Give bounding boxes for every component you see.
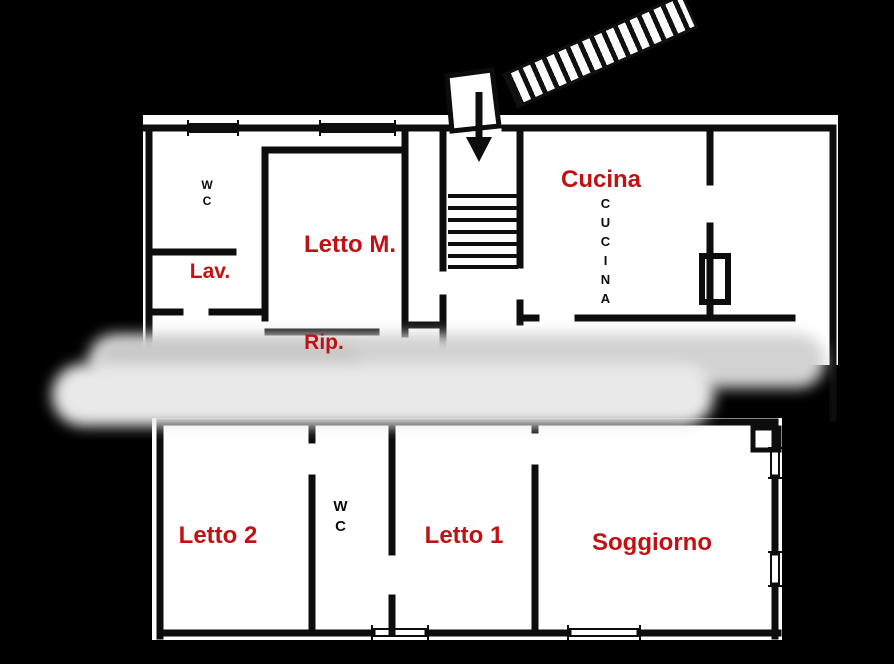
interior-stairs [448,194,518,269]
room-interiors [143,115,838,640]
entry-arrow-icon [466,92,492,162]
room-label-lav: Lav. [189,260,231,283]
room-label-rip: Rip. [304,331,344,354]
windows [187,120,782,640]
wall-text-wc-upper: WC [200,178,214,210]
blur-redaction-band [52,364,714,426]
entry-landing [444,67,502,134]
wall-text-cucina: CUCINA [598,196,613,310]
room-label-letto-m: Letto M. [304,231,396,258]
room-label-soggiorno: Soggiorno [592,529,712,556]
wall-text-wc-lower: WC [332,498,349,538]
room-label-letto-2: Letto 2 [178,522,258,549]
room-label-letto-1: Letto 1 [424,522,504,549]
room-label-cucina: Cucina [560,166,642,193]
